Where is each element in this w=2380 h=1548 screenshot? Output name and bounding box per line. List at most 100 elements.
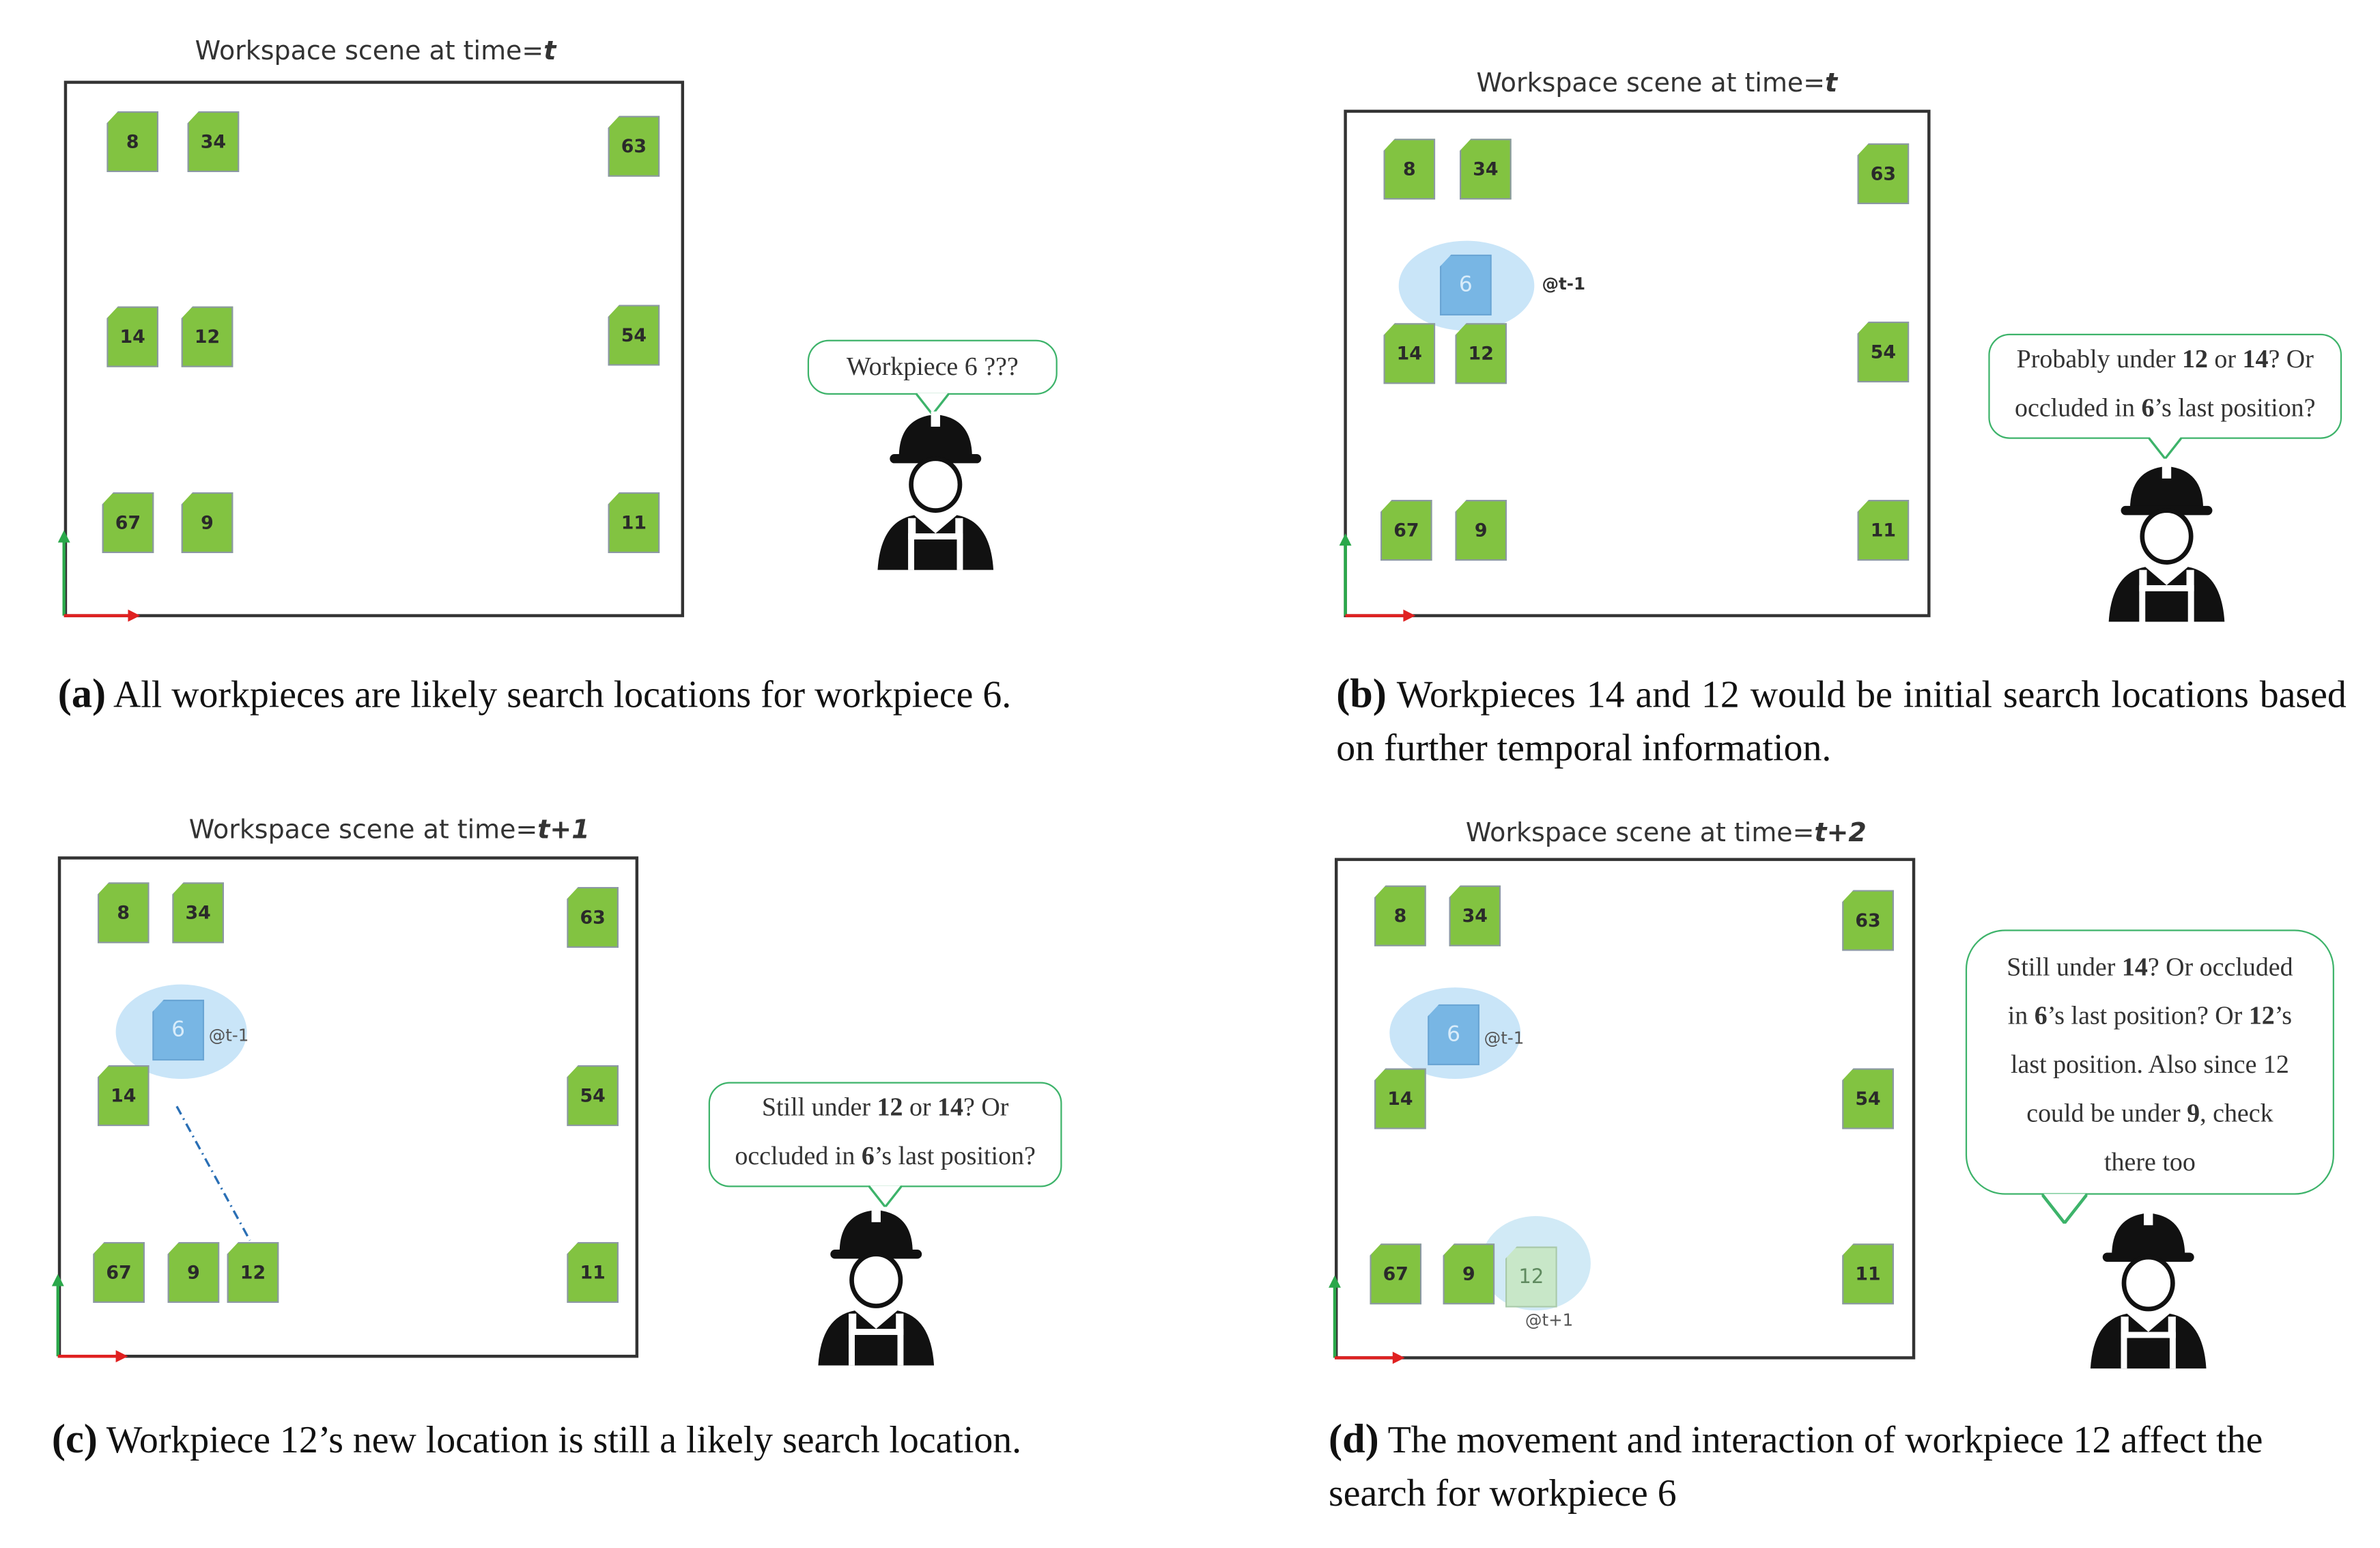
workspace-box — [1334, 858, 1916, 1360]
workpiece-12: 12 — [227, 1241, 279, 1304]
bubble-text: , check — [2200, 1099, 2273, 1128]
workpiece-54: 54 — [608, 305, 660, 366]
bubble-text: there too — [2104, 1147, 2196, 1177]
bubble-tail — [868, 1185, 903, 1207]
workpiece-34: 34 — [1449, 885, 1501, 946]
workpiece-6-last-position: 6 — [1428, 1004, 1479, 1065]
xy-axes-icon — [51, 1273, 128, 1363]
bubble-text: Workpiece 6 ??? — [846, 352, 1019, 381]
bubble-tail — [2041, 1193, 2088, 1224]
panel-c-title: Workspace scene at time=t+1 — [189, 815, 590, 846]
bubble-text: ’s last position? — [874, 1141, 1036, 1170]
workpiece-67: 67 — [102, 492, 154, 554]
bubble-text: Still under — [2007, 952, 2122, 982]
bubble-text-bold: 12 — [2182, 344, 2208, 374]
bubble-text: could be under — [2026, 1099, 2187, 1128]
workpiece-8: 8 — [1374, 885, 1426, 946]
time-tag: @t-1 — [1542, 274, 1586, 294]
title-time: t — [543, 36, 556, 68]
workpiece-12: 12 — [181, 306, 233, 367]
title-time: t+1 — [537, 815, 590, 846]
caption-b: (b) Workpieces 14 and 12 would be initia… — [1336, 667, 2347, 775]
bubble-text: ’s last position? Or — [2047, 1001, 2249, 1030]
workpiece-11: 11 — [1857, 499, 1910, 561]
bubble-text: or — [903, 1093, 938, 1122]
movement-path — [175, 1106, 251, 1241]
workpiece-11: 11 — [608, 492, 660, 554]
caption-text: Workpieces 14 and 12 would be initial se… — [1336, 675, 2347, 770]
bubble-text-bold: 6 — [2034, 1001, 2048, 1030]
bubble-text-bold: 14 — [2242, 344, 2269, 374]
caption-label: (c) — [51, 1416, 98, 1462]
worker-icon — [2108, 463, 2225, 622]
workpiece-67: 67 — [93, 1241, 145, 1304]
speech-bubble: Still under 12 or 14? Or occluded in 6’s… — [708, 1082, 1062, 1207]
workpiece-14: 14 — [1374, 1068, 1426, 1129]
workpiece-11: 11 — [1842, 1243, 1895, 1305]
caption-label: (b) — [1336, 670, 1387, 716]
bubble-text-bold: 9 — [2187, 1099, 2200, 1128]
bubble-tail — [2148, 437, 2182, 459]
title-time: t+2 — [1814, 818, 1867, 849]
xy-axes-icon — [1339, 533, 1416, 622]
workpiece-14: 14 — [107, 306, 159, 367]
bubble-text-bold: 6 — [2141, 393, 2155, 423]
bubble-text: or — [2207, 344, 2243, 374]
bubble-text: Still under — [761, 1093, 877, 1122]
workpiece-14: 14 — [97, 1065, 150, 1127]
worker-icon — [818, 1207, 935, 1366]
workpiece-63: 63 — [1857, 143, 1910, 205]
xy-axes-icon — [1329, 1275, 1405, 1364]
title-prefix: Workspace scene at time= — [1476, 68, 1826, 100]
speech-bubble: Still under 14? Or occluded in 6’s last … — [1965, 929, 2334, 1224]
workpiece-11: 11 — [567, 1241, 619, 1304]
workpiece-9: 9 — [167, 1241, 220, 1304]
speech-bubble: Workpiece 6 ??? — [807, 339, 1058, 415]
caption-text: Workpiece 12’s new location is still a l… — [106, 1420, 1022, 1462]
workpiece-12-last-position: 12 — [1505, 1246, 1557, 1308]
workpiece-9: 9 — [1455, 499, 1507, 561]
bubble-text: occluded in — [2015, 393, 2142, 423]
workspace-box — [1344, 109, 1931, 617]
title-prefix: Workspace scene at time= — [195, 36, 544, 68]
bubble-text-bold: 6 — [861, 1141, 875, 1170]
panel-a-title: Workspace scene at time=t — [195, 37, 556, 68]
bubble-text: occluded in — [735, 1141, 862, 1170]
bubble-text: Probably under — [2016, 344, 2183, 374]
caption-d: (d) The movement and interaction of work… — [1329, 1413, 2343, 1521]
workpiece-67: 67 — [1370, 1243, 1422, 1305]
workpiece-6-last-position: 6 — [152, 999, 205, 1061]
caption-text: The movement and interaction of workpiec… — [1329, 1420, 2263, 1515]
workpiece-9: 9 — [181, 492, 233, 554]
bubble-text: ? Or occluded — [2147, 952, 2293, 982]
workpiece-9: 9 — [1443, 1243, 1495, 1305]
workpiece-14: 14 — [1383, 323, 1436, 384]
caption-label: (a) — [57, 670, 107, 716]
bubble-text-bold: 12 — [2248, 1001, 2275, 1030]
workpiece-8: 8 — [1383, 139, 1436, 200]
caption-label: (d) — [1329, 1416, 1379, 1462]
workpiece-54: 54 — [567, 1065, 619, 1127]
bubble-text: in — [2007, 1001, 2035, 1030]
workpiece-54: 54 — [1842, 1068, 1895, 1129]
bubble-text: ? Or — [963, 1093, 1009, 1122]
bubble-text: last position. Also since 12 — [2011, 1050, 2289, 1080]
workpiece-63: 63 — [1842, 890, 1895, 951]
workpiece-34: 34 — [187, 111, 240, 173]
workpiece-54: 54 — [1857, 321, 1910, 383]
title-prefix: Workspace scene at time= — [188, 815, 538, 846]
bubble-text-bold: 14 — [2121, 952, 2148, 982]
panel-d-title: Workspace scene at time=t+2 — [1466, 818, 1867, 849]
bubble-text: ’s last position? — [2154, 393, 2316, 423]
speech-bubble: Probably under 12 or 14? Or occluded in … — [1988, 333, 2342, 459]
bubble-text: ’s — [2274, 1001, 2293, 1030]
workpiece-34: 34 — [172, 882, 225, 944]
bubble-text-bold: 14 — [937, 1093, 963, 1122]
caption-a: (a) All workpieces are likely search loc… — [58, 667, 1071, 722]
worker-icon — [877, 411, 994, 570]
caption-text: All workpieces are likely search locatio… — [113, 675, 1012, 716]
workpiece-12: 12 — [1455, 323, 1507, 384]
time-tag: @t-1 — [208, 1025, 249, 1045]
bubble-text: ? Or — [2268, 344, 2314, 374]
worker-icon — [2090, 1209, 2207, 1369]
